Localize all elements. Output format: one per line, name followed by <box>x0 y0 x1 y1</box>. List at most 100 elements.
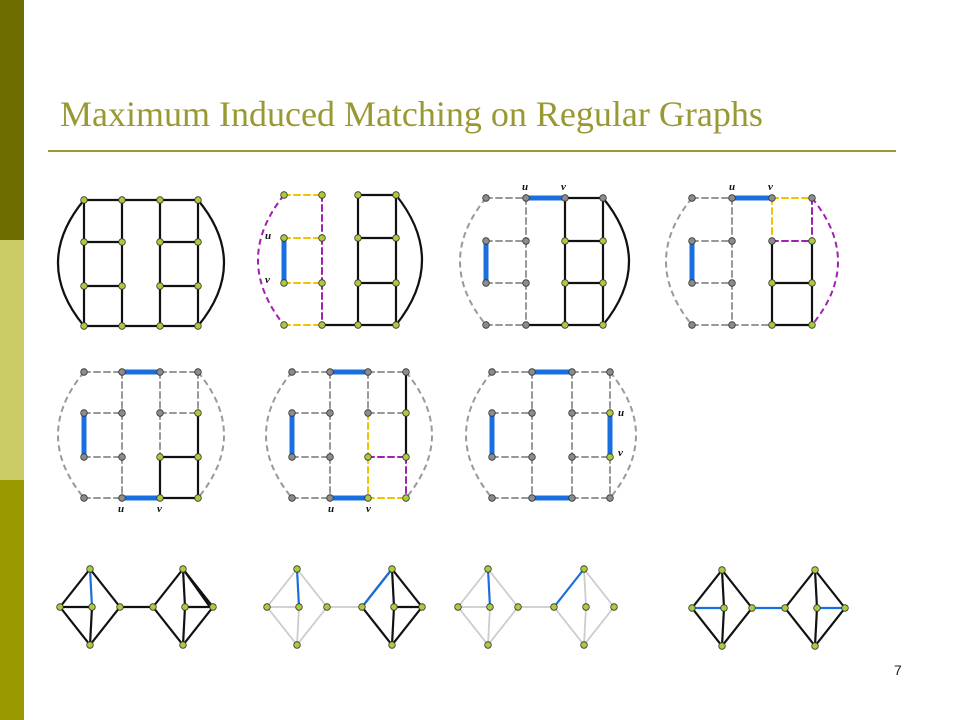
graph-vertex <box>748 604 756 612</box>
graph-vertex <box>718 566 726 574</box>
graph-vertex <box>194 282 202 290</box>
graph-vertex <box>194 494 202 502</box>
graph-edge <box>783 568 817 610</box>
removed-vertex <box>402 368 410 376</box>
graph-edge <box>813 606 847 648</box>
graph-edge <box>58 567 92 609</box>
page-number: 7 <box>894 662 902 678</box>
graph-edge-arc <box>257 194 285 326</box>
removed-vertex <box>482 321 490 329</box>
graph-edge <box>390 605 424 647</box>
graph-edge <box>720 606 726 648</box>
removed-vertex <box>194 368 202 376</box>
graph-vertex <box>402 453 410 461</box>
graph-vertex <box>599 237 607 245</box>
removed-vertex <box>156 409 164 417</box>
removed-vertex <box>768 194 776 202</box>
graph-vertex <box>118 322 126 330</box>
removed-vertex <box>688 237 696 245</box>
removed-vertex <box>364 368 372 376</box>
graph-vertex <box>80 196 88 204</box>
graph-edge-arc <box>395 194 423 326</box>
removed-vertex <box>488 368 496 376</box>
graph-edge-arc <box>405 371 433 499</box>
graph-vertex <box>263 603 271 611</box>
removed-vertex <box>80 368 88 376</box>
graph-vertex <box>318 234 326 242</box>
removed-vertex <box>482 237 490 245</box>
removed-vertex <box>326 409 334 417</box>
graph-vertex <box>392 191 400 199</box>
removed-vertex <box>118 368 126 376</box>
removed-vertex <box>528 494 536 502</box>
graph-vertex <box>86 565 94 573</box>
vertex-label-v: v <box>768 181 773 193</box>
graph-edge-arc <box>811 197 839 326</box>
graph-vertex <box>768 279 776 287</box>
removed-vertex <box>561 194 569 202</box>
vertex-label-u: u <box>118 503 124 515</box>
graph-vertex <box>181 603 189 611</box>
removed-vertex <box>522 279 530 287</box>
graph-vertex <box>561 279 569 287</box>
graph-edge <box>457 606 489 646</box>
removed-vertex <box>118 453 126 461</box>
graph-vertex <box>80 282 88 290</box>
removed-vertex <box>688 194 696 202</box>
graph-edge <box>690 568 724 610</box>
graph-edge-arc <box>57 371 85 499</box>
removed-vertex <box>568 368 576 376</box>
removed-vertex <box>768 237 776 245</box>
graph-edge <box>58 605 92 647</box>
graph-edge <box>151 567 185 609</box>
graph-edge <box>720 568 754 610</box>
graph-vertex <box>88 603 96 611</box>
removed-vertex <box>118 409 126 417</box>
graph-edge <box>720 568 726 610</box>
graph-edge <box>390 605 396 647</box>
graph-vertex <box>149 603 157 611</box>
graph-vertex <box>194 409 202 417</box>
graph-edge <box>487 606 519 646</box>
graph-vertex <box>116 603 124 611</box>
graph-vertex <box>550 603 558 611</box>
removed-vertex <box>326 453 334 461</box>
graph-edge <box>88 567 122 609</box>
graph-vertex <box>582 603 590 611</box>
graph-vertex <box>293 565 301 573</box>
graph-edge <box>457 568 489 608</box>
graph-vertex <box>486 603 494 611</box>
graph-vertex <box>194 238 202 246</box>
graph-vertex <box>318 321 326 329</box>
matching-edge <box>552 567 586 609</box>
graph-vertex <box>179 565 187 573</box>
graph-vertex <box>179 641 187 649</box>
graph-edge-arc <box>459 197 487 326</box>
graph-edge <box>296 606 328 646</box>
graph-vertex <box>811 566 819 574</box>
graph-vertex <box>156 196 164 204</box>
removed-vertex <box>688 279 696 287</box>
graph-edge <box>390 567 424 609</box>
removed-vertex <box>808 194 816 202</box>
vertex-label-v: v <box>157 503 162 515</box>
removed-vertex <box>568 409 576 417</box>
graph-edge <box>151 605 185 647</box>
removed-vertex <box>482 279 490 287</box>
graph-vertex <box>418 603 426 611</box>
removed-vertex <box>118 494 126 502</box>
graph-vertex <box>280 191 288 199</box>
matching-edge <box>486 567 492 609</box>
removed-vertex <box>606 368 614 376</box>
vertex-label-u: u <box>729 181 735 193</box>
graph-vertex <box>841 604 849 612</box>
removed-vertex <box>606 494 614 502</box>
graph-vertex <box>318 191 326 199</box>
graph-vertex <box>156 322 164 330</box>
graph-vertex <box>118 238 126 246</box>
graph-edge <box>88 605 94 647</box>
removed-vertex <box>728 279 736 287</box>
graph-vertex <box>280 279 288 287</box>
graph-vertex <box>808 279 816 287</box>
